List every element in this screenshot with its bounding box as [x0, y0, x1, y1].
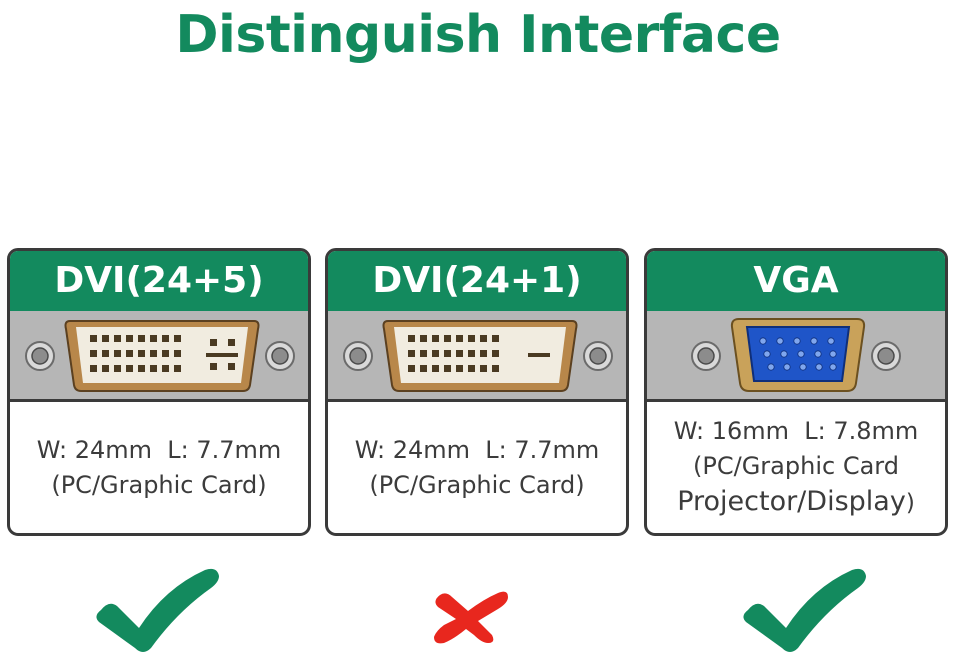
card-spec: W: 24mm L: 7.7mm (PC/Graphic Card) [10, 399, 308, 533]
card-dvi-24-1: DVI(24+1) W: 24mm L: 7.7mm (PC/Graphic C… [325, 248, 629, 536]
screw-icon [691, 341, 721, 371]
vga-port-image [647, 311, 945, 399]
spec-usage: (PC/Graphic Card) [51, 470, 267, 499]
card-header: DVI(24+1) [328, 251, 626, 311]
card-vga: VGA W: 16mm L: 7.8mm (PC/Graphic Card Pr… [644, 248, 948, 536]
dvi-24-1-port-image [328, 311, 626, 399]
screw-icon [583, 341, 613, 371]
check-icon [743, 568, 866, 652]
screw-icon [871, 341, 901, 371]
cross-icon [434, 591, 508, 644]
page-title: Distinguish Interface [175, 5, 781, 65]
vga-pins [759, 337, 837, 371]
card-spec: W: 16mm L: 7.8mm (PC/Graphic Card Projec… [647, 399, 945, 533]
spec-usage-close-paren: ) [905, 490, 915, 516]
spec-dimensions: W: 24mm L: 7.7mm [354, 435, 600, 464]
spec-usage-devices: Projector/Display) [677, 484, 915, 521]
screw-icon [25, 341, 55, 371]
card-spec: W: 24mm L: 7.7mm (PC/Graphic Card) [328, 399, 626, 533]
spec-usage-devices-text: Projector/Display [677, 486, 906, 517]
card-dvi-24-5: DVI(24+5) W: 24mm L: 7.7mm [7, 248, 311, 536]
card-header: VGA [647, 251, 945, 311]
dvi-24-5-port-image [10, 311, 308, 399]
dvi-pins [90, 335, 238, 372]
spec-dimensions: W: 24mm L: 7.7mm [36, 435, 282, 464]
spec-usage: (PC/Graphic Card [693, 452, 899, 480]
check-icon [96, 568, 219, 652]
spec-dimensions: W: 16mm L: 7.8mm [673, 417, 919, 445]
spec-usage: (PC/Graphic Card) [369, 470, 585, 499]
dvi-pins [408, 335, 550, 372]
screw-icon [343, 341, 373, 371]
card-header: DVI(24+5) [10, 251, 308, 311]
screw-icon [265, 341, 295, 371]
